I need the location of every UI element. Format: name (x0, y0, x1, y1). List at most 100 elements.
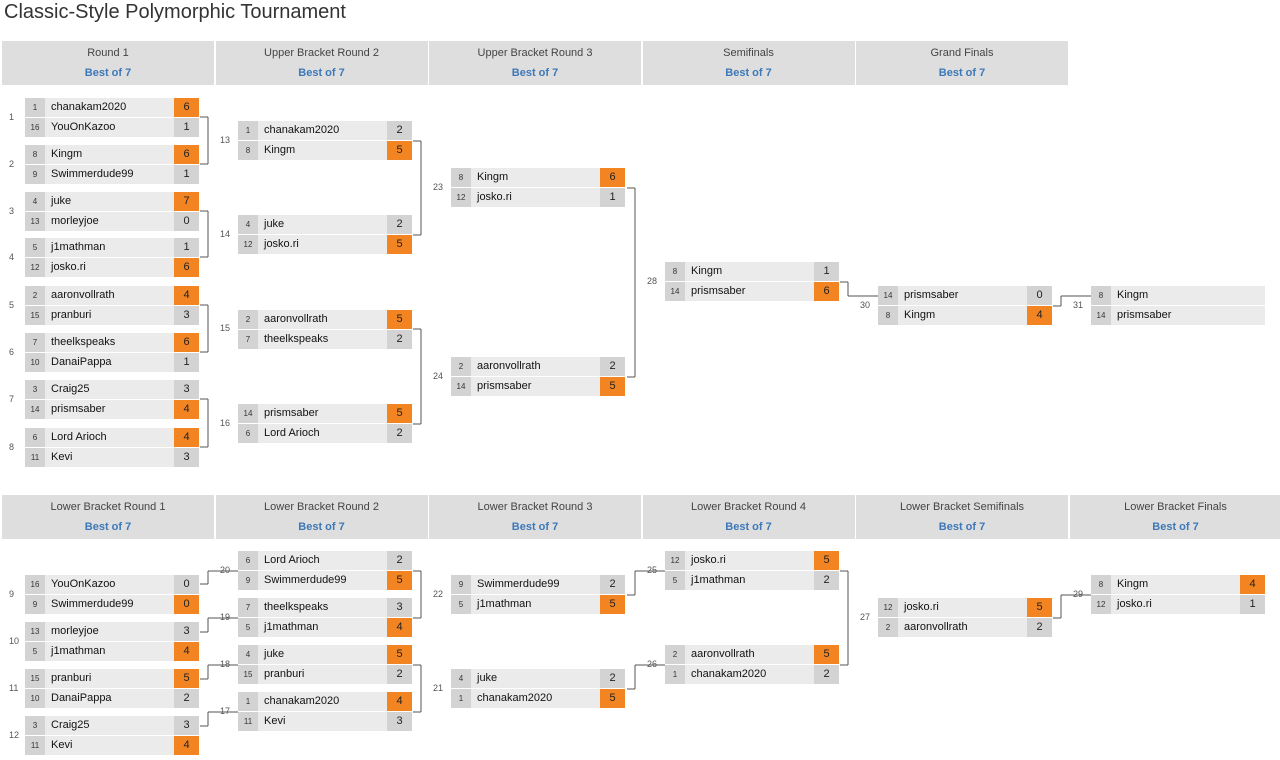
team-name: Kevi (51, 451, 73, 463)
seed-badge: 9 (238, 571, 258, 590)
team-name: Swimmerdude99 (264, 574, 347, 586)
seed-badge: 13 (25, 622, 45, 641)
team-score: 3 (387, 598, 412, 617)
seed-badge: 9 (25, 595, 45, 614)
team-score: 1 (174, 353, 199, 372)
team-score: 4 (387, 692, 412, 711)
team-score: 5 (1027, 598, 1052, 617)
team-score: 0 (174, 212, 199, 231)
connector-match-number: 26 (647, 659, 658, 669)
seed-badge: 8 (238, 141, 258, 160)
match-number: 6 (9, 347, 15, 357)
team-name: YouOnKazoo (51, 121, 116, 133)
team-score: 5 (387, 571, 412, 590)
seed-badge: 12 (25, 258, 45, 277)
team-score: 2 (387, 121, 412, 140)
seed-badge: 13 (25, 212, 45, 231)
team-name: morleyjoe (51, 215, 99, 227)
team-score: 2 (600, 357, 625, 376)
connector-match-number: 29 (1073, 589, 1084, 599)
team-score: 0 (1027, 286, 1052, 305)
team-name: theelkspeaks (264, 601, 329, 613)
round-name: Lower Bracket Round 4 (691, 501, 806, 513)
team-score: 5 (387, 310, 412, 329)
team-name: Swimmerdude99 (477, 578, 560, 590)
seed-badge: 10 (25, 689, 45, 708)
seed-badge: 14 (238, 404, 258, 423)
team-name: pranburi (264, 668, 305, 680)
team-name: chanakam2020 (264, 695, 340, 707)
team-name: theelkspeaks (51, 336, 116, 348)
team-row[interactable]: 13 morleyjoe 0 (25, 212, 199, 231)
team-name: Kingm (691, 265, 723, 277)
best-of-label: Best of 7 (84, 67, 132, 79)
team-row[interactable]: 9 Swimmerdude99 5 (238, 571, 412, 590)
team-score: 2 (814, 665, 839, 684)
team-name: aaronvollrath (51, 289, 115, 301)
team-name: chanakam2020 (264, 124, 340, 136)
team-score: 5 (387, 141, 412, 160)
team-name: Kevi (51, 739, 73, 751)
